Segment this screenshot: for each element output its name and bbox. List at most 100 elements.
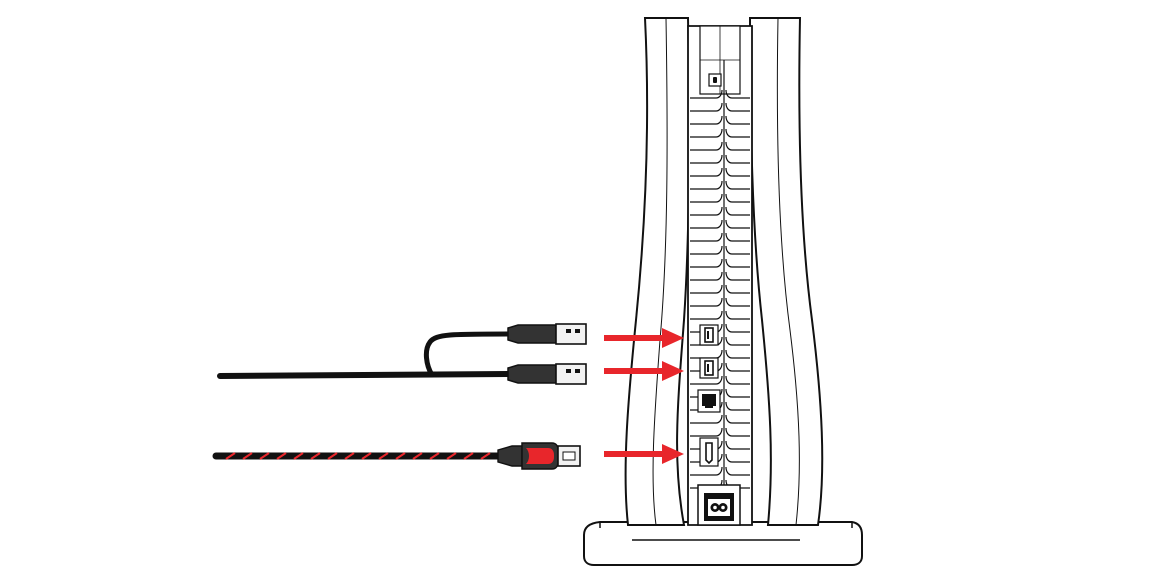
vent-fin [690,206,723,216]
console-tower [583,17,863,566]
port-panel [697,73,734,521]
vent-fin [725,466,750,476]
vent-fin [690,180,723,190]
vent-fin [725,271,750,281]
vent-fin [690,427,723,437]
vent-fin [725,362,750,372]
vent-fin [690,271,723,281]
vent-fin [725,219,750,229]
hdmi-plug-icon [497,442,581,470]
usb-a-plug-top[interactable] [507,323,587,345]
hdmi-plug[interactable] [497,442,581,470]
power-port[interactable] [704,493,734,521]
braid-stripe [225,452,236,460]
vent-fin [690,219,723,229]
braid-stripe [242,452,253,460]
vent-fin [725,206,750,216]
vent-fin [725,154,750,164]
ethernet-port-icon [702,394,716,408]
vent-fin [725,193,750,203]
vent-fin [690,245,723,255]
braid-stripe [293,452,304,460]
ethernet-port[interactable] [697,389,721,413]
vent-fin [725,375,750,385]
braid-stripe [327,452,338,460]
vent-fin [690,193,723,203]
arrow-1 [604,328,684,348]
vent-fin [690,232,723,242]
hdmi-cable-braid [225,452,491,460]
braid-stripe [463,452,474,460]
vent-fin [690,375,723,385]
usb-port-2[interactable] [699,357,719,379]
vent-fin [725,453,750,463]
hdmi-cable[interactable] [212,442,581,470]
usb-a-plug-icon [507,363,587,385]
usb-a-plug-icon [507,323,587,345]
power-port-icon [708,499,730,516]
insertion-arrows [604,328,684,464]
vent-fin [725,141,750,151]
braid-stripe [429,452,440,460]
vent-fin [725,401,750,411]
braid-stripe [310,452,321,460]
vent-fin [725,297,750,307]
left-side-panel [624,17,691,526]
usb-port-icon [704,327,714,343]
vent-fin [690,297,723,307]
arrow-2 [604,361,684,381]
usb-a-plug-bottom[interactable] [507,363,587,385]
braid-stripe [480,452,491,460]
usb-port-icon [704,360,714,376]
vent-fin [690,102,723,112]
vent-fin [725,232,750,242]
console-stand [583,521,863,566]
braid-stripe [378,452,389,460]
arrow-3 [604,444,684,464]
vent-fin [725,323,750,333]
vent-fin [690,128,723,138]
lock-slot-icon [708,73,722,87]
vent-fin [690,154,723,164]
vent-fin [690,284,723,294]
vent-fin [725,115,750,125]
vent-fin [690,310,723,320]
usb-y-cable[interactable] [217,323,587,385]
ventilation-fins [690,89,750,489]
hdmi-port-icon [705,442,713,465]
vent-fin [725,427,750,437]
braid-stripe [344,452,355,460]
braid-stripe [446,452,457,460]
vent-fin [690,115,723,125]
braid-stripe [276,452,287,460]
vent-fin [725,180,750,190]
vent-fin [725,310,750,320]
vent-fin [690,258,723,268]
hdmi-port[interactable] [699,437,719,467]
vent-fin [725,128,750,138]
braid-stripe [395,452,406,460]
vent-fin [725,89,750,99]
vent-fin [725,167,750,177]
braid-stripe [361,452,372,460]
vent-fin [725,414,750,424]
vent-fin [725,258,750,268]
usb-port-1[interactable] [699,324,719,346]
vent-fin [725,102,750,112]
vent-fin [690,89,723,99]
vent-fin [690,141,723,151]
vent-fin [690,167,723,177]
vent-fin [690,466,723,476]
vent-fin [725,284,750,294]
console-back-panel [687,25,753,526]
right-side-panel [748,17,824,526]
vent-fin [690,414,723,424]
vent-fin [725,388,750,398]
vent-fin [725,349,750,359]
vent-fin [725,245,750,255]
braid-stripe [259,452,270,460]
braid-stripe [412,452,423,460]
vent-fin [725,440,750,450]
